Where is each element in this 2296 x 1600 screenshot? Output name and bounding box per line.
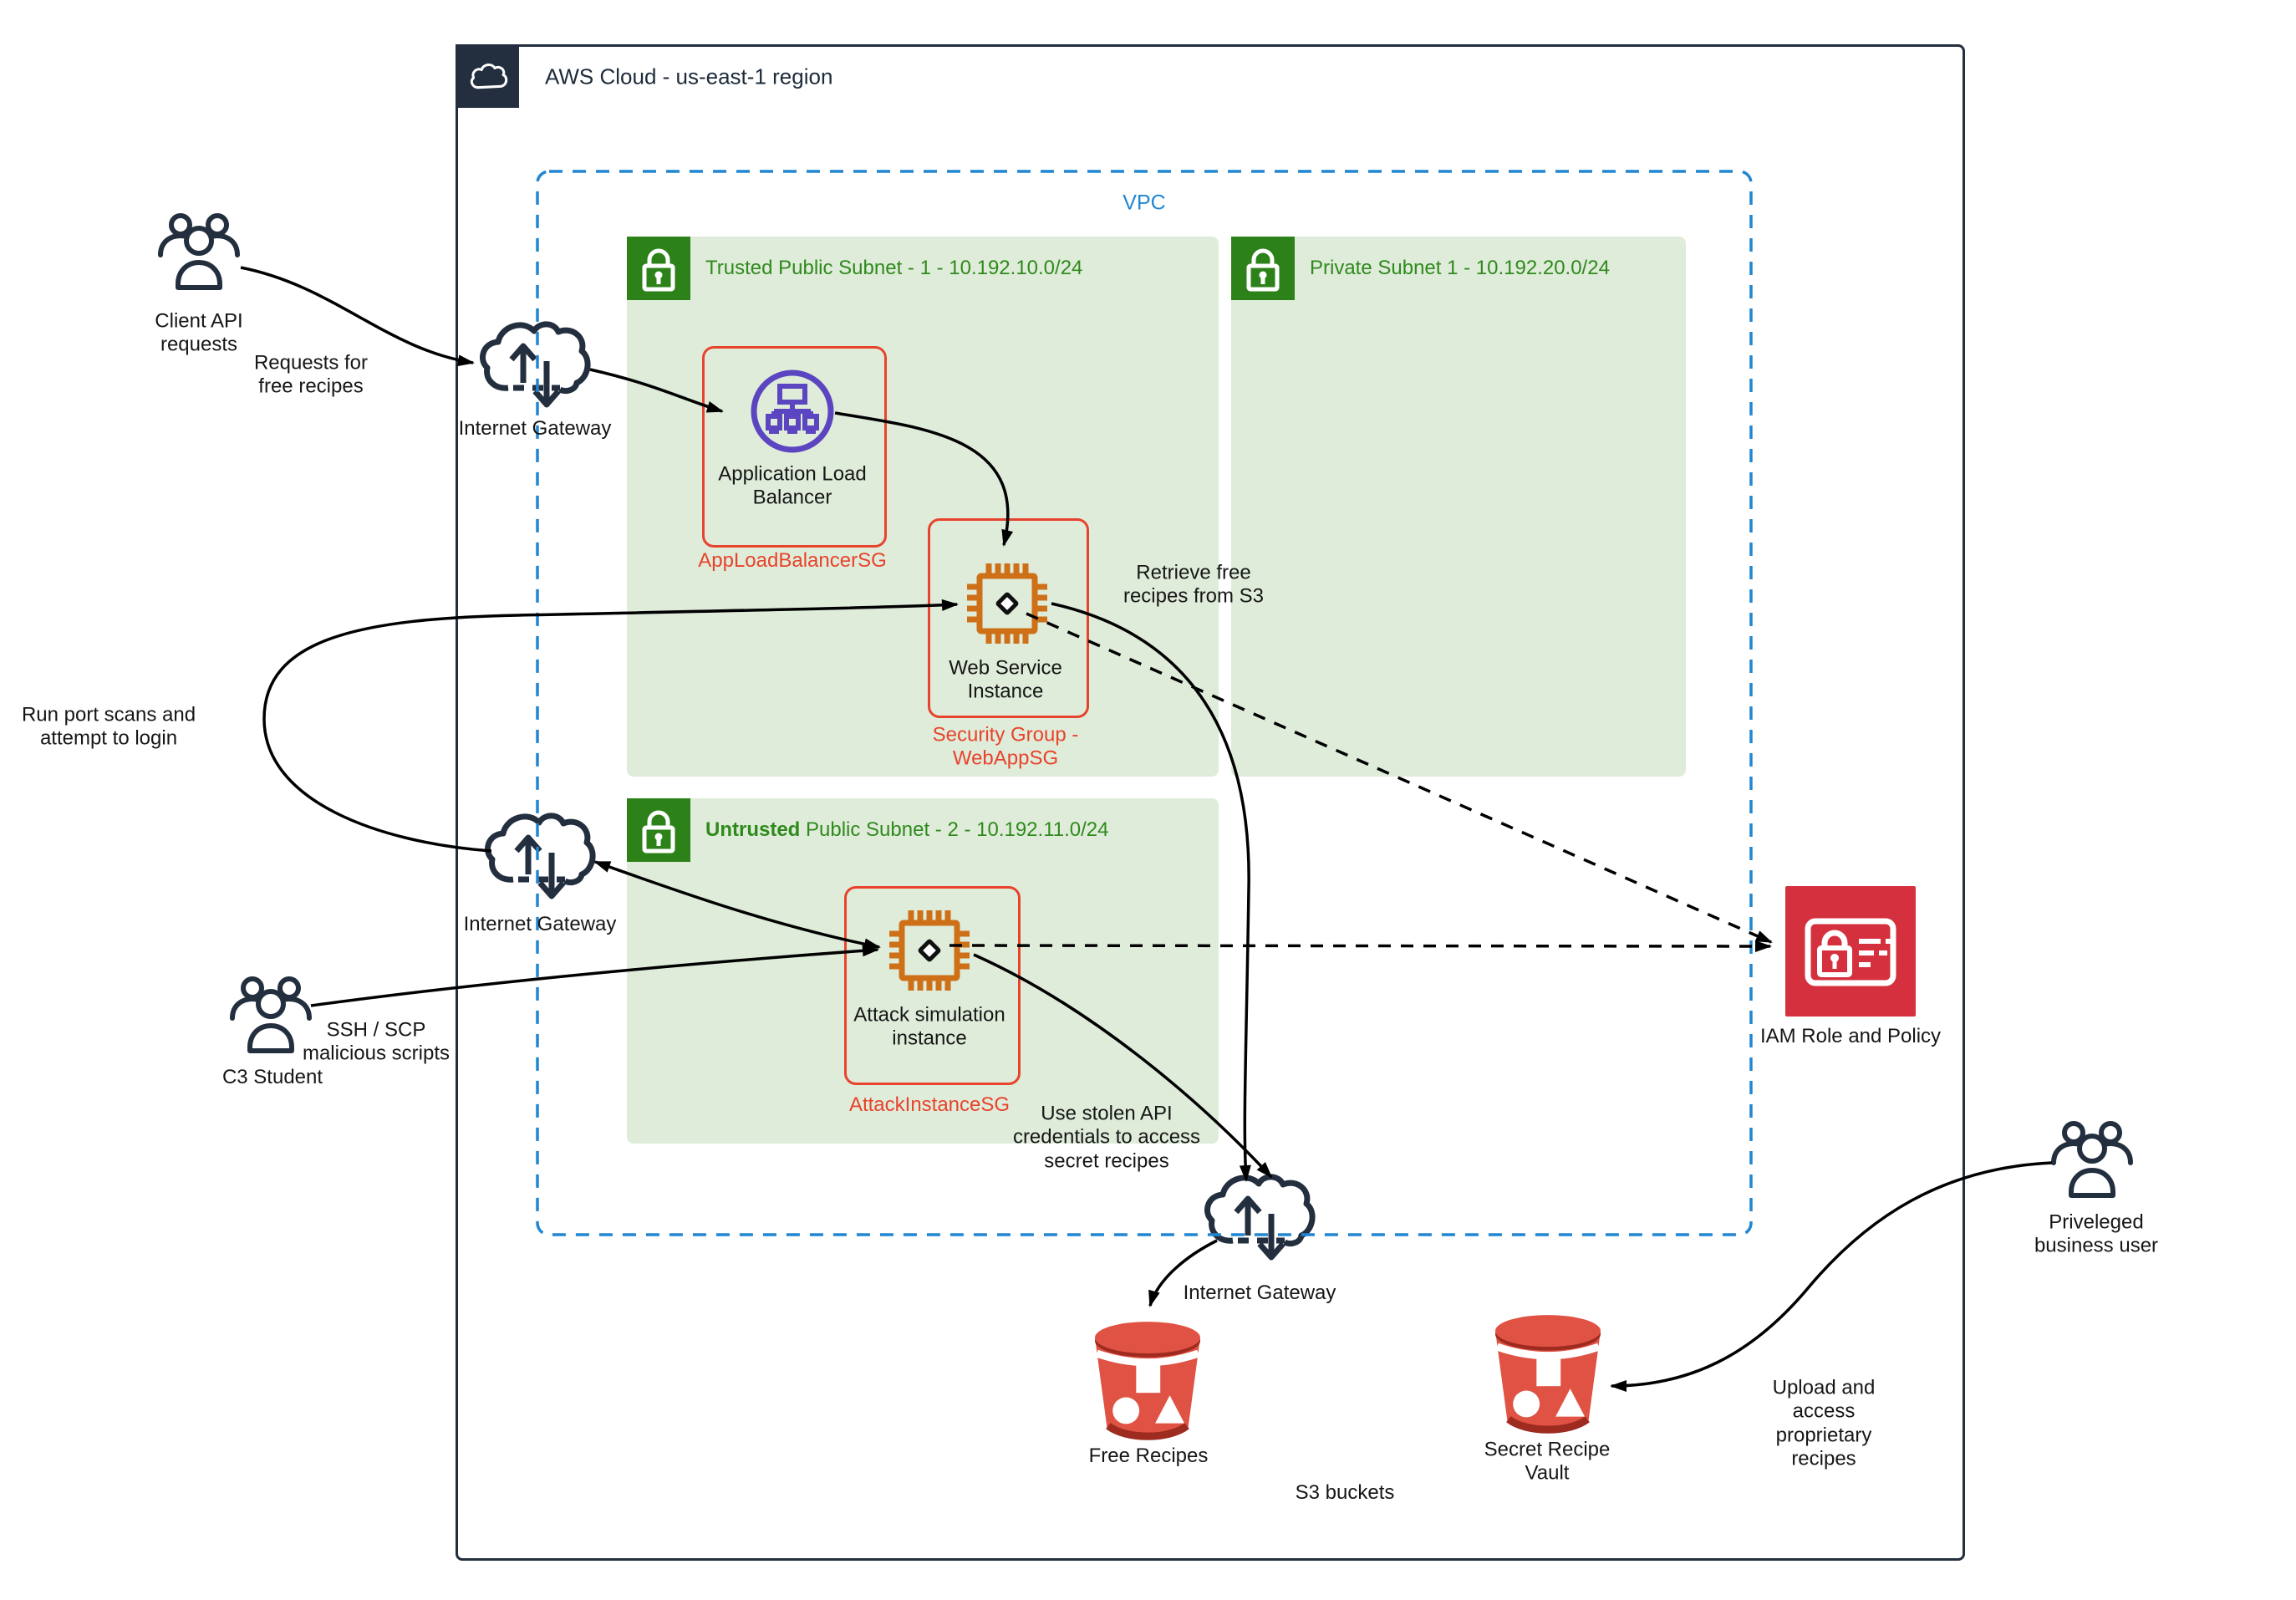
flow-requests-label: Requests for free recipes bbox=[253, 351, 369, 398]
private-subnet bbox=[1231, 237, 1686, 777]
iam-label: IAM Role and Policy bbox=[1759, 1024, 1942, 1047]
s3-buckets-caption: S3 buckets bbox=[1295, 1480, 1395, 1504]
internet-gateway-icon bbox=[1201, 1164, 1318, 1268]
privileged-user-label: Priveleged business user bbox=[2034, 1210, 2159, 1257]
flow-stolen-label: Use stolen API credentials to access sec… bbox=[1012, 1102, 1201, 1173]
aws-cloud-icon bbox=[470, 64, 508, 89]
attack-sg-label: AttackInstanceSG bbox=[848, 1093, 1011, 1116]
application-load-balancer-icon bbox=[751, 369, 834, 453]
lock-icon bbox=[1231, 237, 1295, 300]
lock-icon bbox=[627, 798, 690, 862]
internet-gateway-icon bbox=[481, 803, 598, 907]
alb-sg-label: AppLoadBalancerSG bbox=[698, 548, 887, 572]
aws-cloud-badge bbox=[456, 44, 519, 108]
flow-portscan-label: Run port scans and attempt to login bbox=[21, 703, 196, 750]
free-bucket-label: Free Recipes bbox=[1088, 1444, 1209, 1467]
alb-label: Application Load Balancer bbox=[718, 462, 867, 509]
secret-bucket-label: Secret Recipe Vault bbox=[1484, 1438, 1611, 1485]
vpc-label: VPC bbox=[1123, 191, 1166, 215]
flow-ssh-label: SSH / SCP malicious scripts bbox=[302, 1018, 451, 1065]
iam-role-icon bbox=[1785, 886, 1916, 1017]
flow-retrieve-label: Retrieve free recipes from S3 bbox=[1123, 561, 1265, 608]
aws-region-title: AWS Cloud - us-east-1 region bbox=[545, 64, 833, 89]
untrusted-subnet-title: Untrusted Public Subnet - 2 - 10.192.11.… bbox=[705, 818, 1108, 842]
ec2-instance-icon bbox=[883, 904, 976, 997]
igw-bottom-label: Internet Gateway bbox=[1183, 1281, 1336, 1304]
s3-bucket-icon bbox=[1084, 1314, 1211, 1446]
attack-instance-label: Attack simulation instance bbox=[853, 1003, 1005, 1050]
c3-student-label: C3 Student bbox=[221, 1065, 323, 1088]
users-icon bbox=[155, 211, 242, 291]
lock-icon bbox=[627, 237, 690, 300]
igw-mid-label: Internet Gateway bbox=[463, 912, 617, 935]
client-api-label: Client API requests bbox=[155, 309, 243, 356]
ec2-instance-icon bbox=[960, 557, 1054, 650]
flow-client-to-igw bbox=[240, 266, 475, 367]
igw-top-label: Internet Gateway bbox=[458, 416, 612, 440]
untrusted-subnet-title-rest: Public Subnet - 2 - 10.192.11.0/24 bbox=[800, 818, 1109, 841]
untrusted-subnet-title-bold: Untrusted bbox=[705, 818, 801, 841]
web-instance-label: Web Service Instance bbox=[949, 656, 1062, 703]
private-subnet-title: Private Subnet 1 - 10.192.20.0/24 bbox=[1310, 257, 1610, 279]
users-icon bbox=[2049, 1118, 2136, 1199]
s3-bucket-icon bbox=[1484, 1307, 1611, 1439]
internet-gateway-icon bbox=[476, 311, 593, 415]
web-sg-label: Security Group - WebAppSG bbox=[932, 723, 1079, 770]
flow-upload-label: Upload and access proprietary recipes bbox=[1772, 1376, 1876, 1470]
trusted-subnet-title: Trusted Public Subnet - 1 - 10.192.10.0/… bbox=[705, 257, 1083, 279]
